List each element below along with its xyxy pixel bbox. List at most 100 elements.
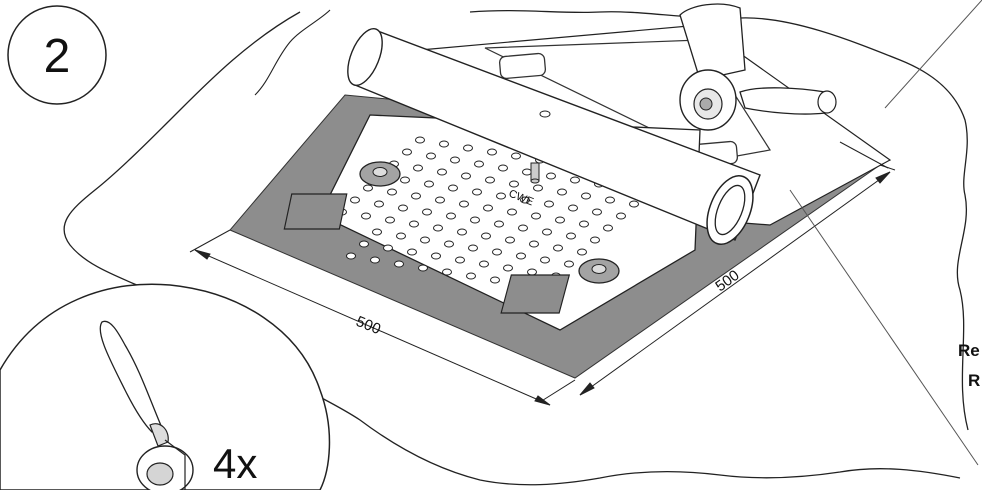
plate-hole — [590, 236, 600, 244]
step-badge: 2 — [7, 5, 107, 105]
plate-hole — [385, 216, 395, 224]
plate-hole — [531, 212, 541, 220]
plate-hole — [579, 220, 589, 228]
detail-lever-icon — [99, 320, 194, 490]
plate-hole — [407, 248, 417, 256]
washer-left — [359, 161, 401, 187]
leader-line-lower — [789, 189, 979, 466]
locating-pin — [530, 162, 540, 184]
plate-hole — [450, 156, 460, 164]
right-label-line2: R — [968, 371, 980, 390]
plate-hole — [415, 136, 425, 144]
plate-hole — [424, 180, 434, 188]
surface-sheet-inner — [254, 9, 331, 96]
plate-hole — [509, 180, 519, 188]
plate-hole — [511, 152, 521, 160]
plate-hole — [466, 272, 476, 280]
detail-callout: 4x — [0, 283, 331, 490]
plate-hole — [422, 208, 432, 216]
plate-hole — [474, 160, 484, 168]
plate-hole — [520, 196, 530, 204]
plate-hole — [413, 164, 423, 172]
plate-hole — [498, 164, 508, 172]
plate-hole — [557, 188, 567, 196]
plate-hole — [503, 264, 513, 272]
right-label-line1: Re — [958, 341, 980, 360]
plate-hole — [507, 208, 517, 216]
plate-hole — [581, 192, 591, 200]
plate-hole — [470, 216, 480, 224]
plate-hole — [487, 148, 497, 156]
plate-hole — [398, 204, 408, 212]
square-cutout-left — [283, 193, 348, 230]
plate-hole — [442, 268, 452, 276]
plate-hole — [363, 184, 373, 192]
plate-hole — [603, 224, 613, 232]
plate-hole — [570, 176, 580, 184]
plate-hole — [542, 228, 552, 236]
plate-hole — [374, 200, 384, 208]
plate-hole — [463, 144, 473, 152]
plate-hole — [426, 152, 436, 160]
surface-sheet-top-edge — [469, 9, 969, 431]
leader-line-upper — [884, 0, 982, 109]
plate-hole — [350, 196, 360, 204]
plate-hole — [431, 252, 441, 260]
plate-hole — [544, 200, 554, 208]
plate-hole — [483, 204, 493, 212]
plate-hole — [605, 196, 615, 204]
plate-hole — [472, 188, 482, 196]
plate-hole — [418, 264, 428, 272]
plate-hole — [433, 224, 443, 232]
plate-hole — [446, 212, 456, 220]
plate-hole — [481, 232, 491, 240]
plate-hole-pattern — [337, 136, 665, 292]
dimension-width-label: 500 — [354, 313, 384, 338]
plate-hole — [485, 176, 495, 184]
plate-hole — [444, 240, 454, 248]
plate-hole — [402, 148, 412, 156]
plate-hole — [553, 244, 563, 252]
dimension-depth-line — [579, 141, 896, 396]
plate-hole — [383, 244, 393, 252]
surface-sheet-outline — [63, 11, 961, 486]
plate-hole — [568, 204, 578, 212]
plate-hole — [529, 240, 539, 248]
plate-hole — [370, 256, 380, 264]
plate-hole — [468, 244, 478, 252]
plate-hole — [420, 236, 430, 244]
plate-hole — [592, 208, 602, 216]
plate-hole — [409, 220, 419, 228]
plate-hole — [361, 212, 371, 220]
step-number: 2 — [44, 30, 71, 83]
plate-hole — [564, 260, 574, 268]
plate-hole — [527, 268, 537, 276]
plate-hole — [629, 200, 639, 208]
plate-hole — [533, 184, 543, 192]
plate-hole — [435, 196, 445, 204]
plate-hole — [439, 140, 449, 148]
plate-hole — [555, 216, 565, 224]
plate-hole — [492, 248, 502, 256]
plate-hole — [518, 224, 528, 232]
plate-hole — [359, 240, 369, 248]
plate-hole — [457, 228, 467, 236]
plate-hole — [455, 256, 465, 264]
plate-hole — [516, 252, 526, 260]
plate-hole — [394, 260, 404, 268]
plate-hole — [546, 172, 556, 180]
plate-hole — [461, 172, 471, 180]
plate-hole — [496, 192, 506, 200]
plate-hole — [346, 252, 356, 260]
plate-hole — [459, 200, 469, 208]
plate-hole — [411, 192, 421, 200]
square-cutout-right — [500, 274, 571, 314]
plate-hole — [566, 232, 576, 240]
plate-hole — [522, 168, 532, 176]
frame-handle-top — [498, 52, 547, 80]
detail-quantity: 4x — [213, 440, 257, 487]
plate-hole — [372, 228, 382, 236]
plate-hole — [494, 220, 504, 228]
plate-hole — [505, 236, 515, 244]
